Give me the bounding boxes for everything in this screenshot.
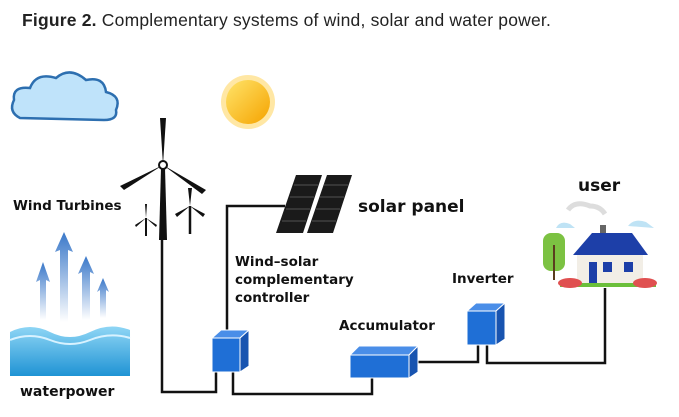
wind-turbines-label: Wind Turbines <box>13 198 122 214</box>
wires <box>160 204 607 396</box>
house-icon <box>543 201 657 288</box>
figure-number: Figure 2. <box>22 10 97 30</box>
controller-label-line: Wind–solar <box>235 254 319 270</box>
solar-panel-icon <box>276 175 352 233</box>
figure-caption: Figure 2. Complementary systems of wind,… <box>22 10 551 31</box>
controller-label: Wind–solar complementary controller <box>235 253 354 307</box>
accumulator-label: Accumulator <box>339 318 435 334</box>
controller-label-line: controller <box>235 290 310 306</box>
caption-text: Complementary systems of wind, solar and… <box>96 10 552 30</box>
solar-panel-label: solar panel <box>358 197 465 217</box>
waterpower-icon <box>9 232 131 376</box>
inverter-box <box>465 301 507 346</box>
wind-turbine-icon <box>120 118 206 240</box>
user-label: user <box>578 176 621 196</box>
cloud-icon <box>10 71 119 122</box>
controller-label-line: complementary <box>235 272 354 288</box>
accumulator-box <box>348 344 420 379</box>
sun-icon <box>221 75 275 129</box>
waterpower-label: waterpower <box>20 384 115 400</box>
inverter-label: Inverter <box>452 271 514 287</box>
controller-box <box>210 328 251 373</box>
